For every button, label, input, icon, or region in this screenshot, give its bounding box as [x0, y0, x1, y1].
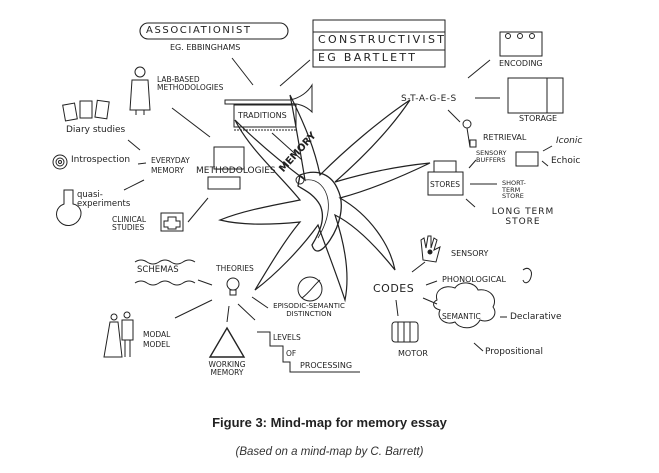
schemas-label: SCHEMAS [137, 265, 179, 275]
motor-icon [391, 321, 419, 343]
ear-icon [522, 267, 532, 284]
short-term-store-label: SHORT-TERM STORE [502, 179, 526, 200]
phonological-label: PHONOLOGICAL [442, 275, 506, 284]
constructivist-label: CONSTRUCTIVIST [318, 33, 447, 46]
trumpet-icon [224, 83, 313, 131]
spiral-icon [52, 154, 68, 170]
figure-caption-subtitle: (Based on a mind-map by C. Barrett) [235, 446, 424, 458]
constructivist-example: EG BARTLETT [318, 51, 418, 64]
associationist-banner [139, 22, 289, 40]
codes-label: CODES [373, 282, 415, 295]
scientist-icon [129, 66, 151, 115]
diary-books-icon [62, 99, 110, 122]
encoding-box-icon [499, 31, 543, 57]
working-memory-label: WORKING MEMORY [208, 360, 246, 378]
lab-based-label: LAB-BASED METHODOLOGIES [157, 75, 224, 93]
sensory-buffer-icon [515, 151, 539, 167]
associationist-example: EG. EBBINGHAMS [170, 43, 241, 52]
melting-clock-icon [295, 171, 342, 252]
storage-chest-icon [507, 77, 564, 114]
of-label: OF [286, 349, 297, 358]
constructivist-banner [312, 19, 446, 68]
diary-studies-label: Diary studies [66, 125, 126, 135]
filing-drawers-icon [427, 160, 464, 196]
mind-map: ASSOCIATIONIST EG. EBBINGHAMS CONSTRUCTI… [52, 19, 583, 378]
propositional-label: Propositional [485, 347, 543, 357]
echoic-label: Echoic [551, 156, 581, 166]
levels-stairs [257, 331, 360, 373]
everyday-memory-label: EVERYDAY MEMORY [151, 156, 190, 175]
episodic-semantic-label: EPISODIC-SEMANTIC DISTINCTION [273, 302, 345, 318]
iconic-label: Iconic [556, 136, 583, 146]
introspection-label: Introspection [71, 155, 131, 165]
figure-caption-title: Figure 3: Mind-map for memory essay [212, 415, 447, 430]
methodologies-label: METHODOLOGIES [196, 166, 276, 176]
theories-label: THEORIES [216, 264, 254, 273]
processing-label: PROCESSING [300, 361, 353, 370]
sensory-code-label: SENSORY [451, 249, 489, 258]
stages-label: S-T-A-G-E-S [401, 94, 457, 104]
couple-icon [103, 311, 134, 358]
associationist-label: ASSOCIATIONIST [146, 25, 252, 36]
long-term-store-label: LONG TERM STORE [491, 207, 555, 227]
hand-eye-icon [420, 235, 441, 263]
levels-label: LEVELS [273, 333, 301, 342]
first-aid-kit-icon [160, 212, 184, 232]
flask-icon [56, 189, 82, 226]
modal-model-label: MODAL MODEL [143, 330, 171, 349]
connector-lines [123, 57, 553, 352]
declarative-label: Declarative [510, 312, 562, 322]
motor-label: MOTOR [398, 349, 428, 358]
lightbulb-icon [226, 277, 240, 296]
episodic-semantic-circle-icon [297, 276, 323, 302]
encoding-label: ENCODING [499, 59, 543, 68]
storage-label: STORAGE [519, 114, 558, 123]
retrieval-label: RETRIEVAL [483, 133, 527, 142]
calendar-icon [207, 146, 245, 190]
semantic-cloud [433, 282, 496, 329]
quasi-experiments-label: quasi-experiments [77, 190, 131, 210]
roadworks-sign-icon [208, 326, 246, 358]
key-icon [462, 119, 477, 148]
stores-label: STORES [430, 180, 460, 189]
schemas-wavy-lines [134, 259, 196, 286]
clinical-studies-label: CLINICAL STUDIES [112, 215, 146, 233]
traditions-label: TRADITIONS [238, 111, 287, 120]
semantic-label: SEMANTIC [442, 312, 481, 321]
sensory-buffers-label: SENSORY BUFFERS [476, 149, 507, 165]
